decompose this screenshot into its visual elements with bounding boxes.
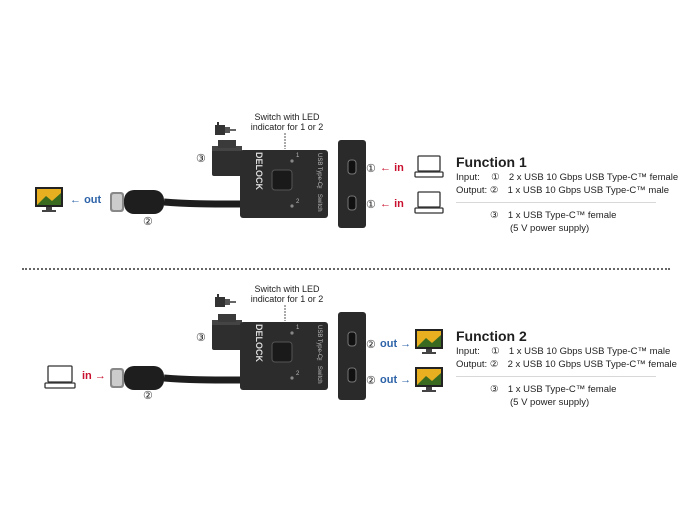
arrow-right-icon: → bbox=[94, 370, 106, 382]
arrow-left-icon: ← bbox=[380, 198, 391, 210]
switch-label: Switch with LED indicator for 1 or 2 bbox=[250, 284, 324, 304]
arrow-left-icon: ← bbox=[70, 194, 81, 206]
monitor-icon bbox=[415, 367, 443, 392]
led-marker-2: 2 bbox=[296, 199, 300, 205]
port-number-2: ② bbox=[366, 375, 376, 387]
usb-c-cable bbox=[110, 190, 241, 214]
power-number: ③ bbox=[196, 332, 206, 344]
output-spec: Output: ② 2 x USB 10 Gbps USB Type-C™ fe… bbox=[456, 359, 677, 370]
switch-label: Switch with LED indicator for 1 or 2 bbox=[250, 112, 324, 132]
in-arrow-top: ← in bbox=[380, 162, 404, 174]
arrow-right-icon: → bbox=[400, 338, 412, 350]
function-title: Function 1 bbox=[456, 154, 527, 170]
device-text: USB Type-C™ Switch bbox=[316, 325, 322, 384]
laptop-icon bbox=[44, 365, 76, 389]
output-spec: Output: ② 1 x USB 10 Gbps USB Type-C™ ma… bbox=[456, 185, 670, 196]
monitor-icon bbox=[415, 329, 443, 354]
port-number-1: ① bbox=[366, 163, 376, 175]
port-number-2: ① bbox=[366, 199, 376, 211]
cable-number: ② bbox=[143, 390, 153, 402]
power-spec-sub: (5 V power supply) bbox=[510, 397, 590, 408]
monitor-icon bbox=[35, 187, 63, 212]
input-spec: Input: ① 1 x USB 10 Gbps USB Type-C™ mal… bbox=[456, 346, 671, 357]
function-title: Function 2 bbox=[456, 328, 527, 344]
divider bbox=[456, 202, 656, 203]
port-number-1: ② bbox=[366, 339, 376, 351]
input-spec: Input: ① 2 x USB 10 Gbps USB Type-C™ fem… bbox=[456, 172, 679, 183]
out-arrow-bottom: out → bbox=[380, 374, 412, 386]
switch-device bbox=[240, 322, 328, 390]
led-marker-1: 1 bbox=[296, 153, 300, 159]
switch-label-leader bbox=[284, 305, 286, 321]
divider bbox=[456, 376, 656, 377]
laptop-icon bbox=[414, 155, 444, 178]
power-spec: ③ 1 x USB Type-C™ female bbox=[490, 384, 617, 395]
in-arrow: in → bbox=[82, 370, 106, 382]
power-plug-icon bbox=[215, 294, 236, 307]
laptop-icon bbox=[414, 191, 444, 214]
power-plug-icon bbox=[215, 122, 236, 135]
power-spec-sub: (5 V power supply) bbox=[510, 223, 590, 234]
usb-c-cable bbox=[110, 366, 241, 390]
port-panel bbox=[338, 312, 366, 400]
power-adapter bbox=[212, 140, 242, 176]
device-text: USB Type-C™ Switch bbox=[316, 153, 322, 212]
brand-logo: DELOCK bbox=[254, 152, 264, 190]
led-marker-2: 2 bbox=[296, 371, 300, 377]
cable-number: ② bbox=[143, 216, 153, 228]
switch-device bbox=[240, 150, 328, 218]
port-panel bbox=[338, 140, 366, 228]
arrow-right-icon: → bbox=[400, 374, 412, 386]
switch-label-leader bbox=[284, 133, 286, 149]
power-adapter bbox=[212, 314, 242, 350]
brand-logo: DELOCK bbox=[254, 324, 264, 362]
in-arrow-bottom: ← in bbox=[380, 198, 404, 210]
arrow-left-icon: ← bbox=[380, 162, 391, 174]
out-arrow: ← out bbox=[70, 194, 102, 206]
power-number: ③ bbox=[196, 153, 206, 165]
out-arrow-top: out → bbox=[380, 338, 412, 350]
section-separator bbox=[22, 268, 670, 270]
led-marker-1: 1 bbox=[296, 325, 300, 331]
power-spec: ③ 1 x USB Type-C™ female bbox=[490, 210, 617, 221]
